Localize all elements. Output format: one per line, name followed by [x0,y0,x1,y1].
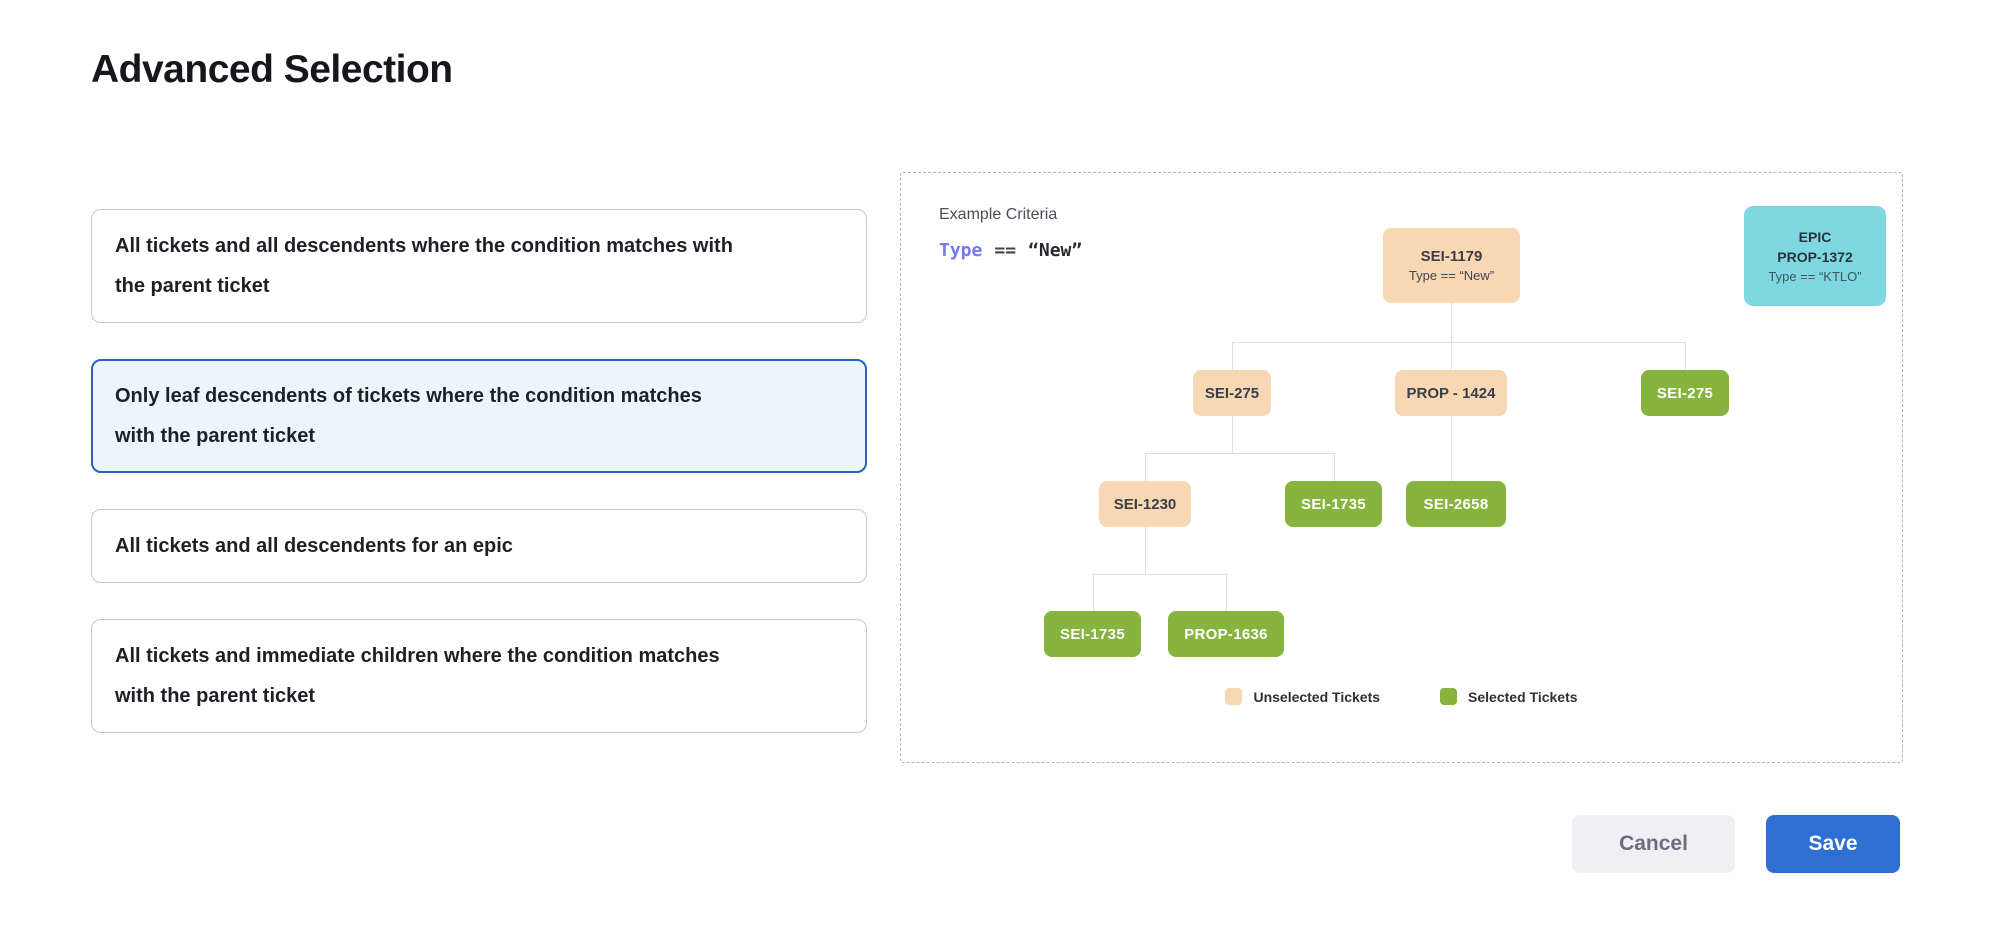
epic-card: EPIC PROP-1372 Type == “KTLO” [1744,206,1886,306]
option-label: All tickets and all descendents for an e… [115,535,513,557]
tree-node: SEI-275 [1641,370,1729,416]
unselected-ticket-swatch [1225,688,1243,705]
connector-line [1232,342,1685,343]
connector-line [1093,574,1094,611]
tree-node: SEI-1735 [1285,481,1382,527]
tree-legend: Unselected Tickets Selected Tickets [901,688,1902,705]
cancel-button[interactable]: Cancel [1572,815,1735,873]
legend-label: Unselected Tickets [1253,688,1381,705]
ticket-id: SEI-2658 [1423,495,1489,513]
legend-item-unselected: Unselected Tickets [1225,688,1380,705]
criteria-value: “New” [1028,240,1083,261]
tree-node: SEI-1735 [1044,611,1141,657]
option-label: All tickets and all descendents where th… [115,235,733,297]
ticket-id: PROP - 1424 [1406,384,1496,402]
epic-ticket-id: PROP-1372 [1777,248,1853,265]
connector-line [1145,453,1146,481]
epic-type-label: EPIC [1798,228,1832,245]
legend-label: Selected Tickets [1468,688,1578,705]
connector-line [1334,453,1335,481]
example-criteria-expression: Type == “New” [939,240,1082,261]
ticket-id: SEI-1735 [1060,625,1125,643]
ticket-id: PROP-1636 [1184,625,1268,643]
connector-line [1451,416,1452,481]
connector-line [1232,416,1233,453]
option-immediate-children-condition[interactable]: All tickets and immediate children where… [91,619,867,733]
option-all-descendents-condition[interactable]: All tickets and all descendents where th… [91,209,867,323]
save-button[interactable]: Save [1766,815,1900,873]
tree-node: PROP - 1424 [1395,370,1507,416]
option-label: All tickets and immediate children where… [115,645,720,707]
connector-line [1685,342,1686,370]
criteria-operator: == [994,240,1017,261]
tree-node-root: SEI-1179 Type == “New” [1383,228,1520,303]
tree-node: SEI-1230 [1099,481,1191,527]
example-preview-panel: Example Criteria Type == “New” EPIC PROP… [900,172,1903,763]
ticket-id: SEI-1179 [1420,248,1483,265]
example-criteria-heading: Example Criteria [939,206,1058,223]
selection-options-list: All tickets and all descendents where th… [91,209,867,733]
tree-node: PROP-1636 [1168,611,1284,657]
connector-line [1145,527,1146,574]
connector-line [1232,342,1233,370]
option-all-descendents-epic[interactable]: All tickets and all descendents for an e… [91,509,867,583]
ticket-id: SEI-275 [1204,384,1260,402]
option-label: Only leaf descendents of tickets where t… [115,385,702,447]
ticket-id: SEI-275 [1656,384,1714,402]
connector-line [1093,574,1226,575]
connector-line [1226,574,1227,611]
page-title: Advanced Selection [91,48,453,91]
legend-item-selected: Selected Tickets [1440,688,1578,705]
ticket-condition: Type == “New” [1408,268,1495,283]
tree-node: SEI-2658 [1406,481,1506,527]
connector-line [1451,303,1452,370]
tree-node: SEI-275 [1193,370,1271,416]
criteria-field: Type [939,240,983,261]
ticket-id: SEI-1230 [1113,495,1177,513]
epic-condition: Type == “KTLO” [1768,268,1862,284]
connector-line [1145,453,1334,454]
ticket-id: SEI-1735 [1301,495,1366,513]
selected-ticket-swatch [1440,688,1458,705]
option-leaf-descendents-condition[interactable]: Only leaf descendents of tickets where t… [91,359,867,473]
